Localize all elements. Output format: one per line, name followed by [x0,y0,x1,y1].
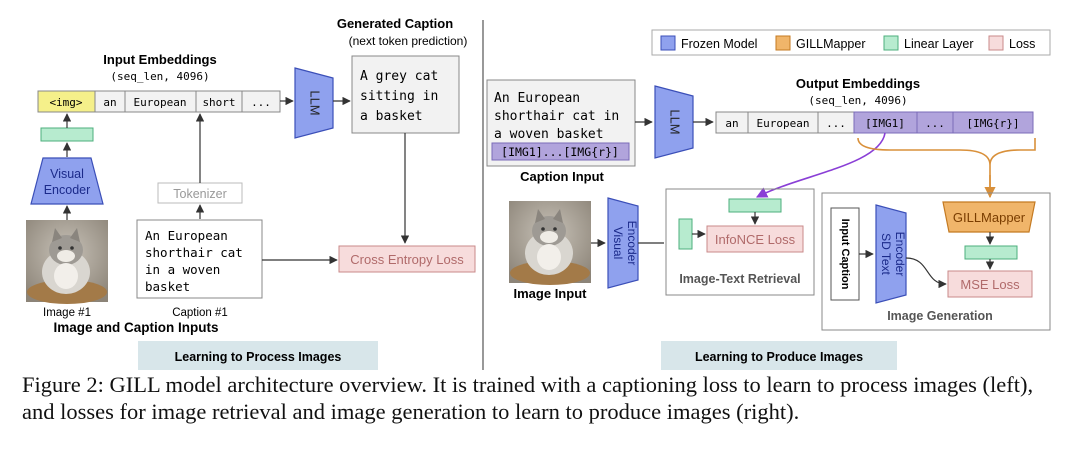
image-text-retrieval-label: Image-Text Retrieval [679,272,800,286]
caption-label: Caption #1 [172,307,228,319]
visual-encoder-label: Visual [611,227,625,259]
image-label: Image #1 [43,307,91,319]
caption-input-line: shorthair cat in [494,109,619,124]
legend-label: Linear Layer [904,37,974,51]
output-embeddings-title: Output Embeddings [796,76,920,91]
caption-input-label: Caption Input [520,169,604,184]
linear-layer [678,218,693,250]
caption-input-line: An European [145,228,228,243]
mse-loss-box [947,270,1033,298]
token-text: <img> [49,96,82,109]
cat-image [26,220,108,304]
llm-block [654,85,694,159]
left-section-title: Image and Caption Inputs [53,320,218,335]
image-generation-frame [821,192,1051,331]
caption-input-line: in a woven [145,262,220,277]
infonce-loss-box [706,225,804,253]
visual-encoder-label: Encoder [625,221,639,266]
llm-label: LLM [308,90,323,115]
llm-label: LLM [668,109,683,134]
image-text-retrieval-frame [665,188,815,296]
token-text: an [725,117,738,130]
produce-images-banner-text: Learning to Produce Images [695,350,863,364]
token-text: short [202,96,235,109]
tokenizer-label: Tokenizer [173,187,227,201]
legend-swatch-frozen [660,35,676,51]
token-text: an [103,96,116,109]
caption-input-line: An European [494,91,580,106]
mse-loss-label: MSE Loss [960,277,1020,292]
legend: Frozen Model GILLMapper Linear Layer Los… [651,29,1051,56]
infonce-loss-label: InfoNCE Loss [715,232,796,247]
generated-caption-box [351,55,460,134]
produce-images-banner [661,341,897,370]
sd-text-encoder-label: Encoder [893,232,907,277]
legend-swatch-linear [883,35,899,51]
caption-input-line: a woven basket [494,127,604,142]
legend-label: Frozen Model [681,37,757,51]
caption-input-line: shorthair cat [145,245,243,260]
token-text: European [757,117,810,130]
visual-encoder-block [30,157,104,205]
linear-layer [728,198,782,213]
process-images-banner-text: Learning to Process Images [175,350,342,364]
cat-image [509,201,591,285]
retrieval-arrow [756,132,886,198]
output-embeddings-shape: (seq_len, 4096) [808,94,907,107]
process-images-banner [138,341,378,370]
output-token-row: an European ... [IMG1] ... [IMG{r}] [715,111,1034,134]
architecture-diagram: Input Embeddings (seq_len, 4096) <img> a… [26,16,1051,370]
visual-encoder-label: Visual [50,167,84,181]
visual-encoder-label: Encoder [44,183,91,197]
input-embeddings-shape: (seq_len, 4096) [110,70,209,83]
token-text: ... [826,117,846,130]
gillmapper-block [942,201,1036,233]
legend-frame [651,29,1051,56]
legend-label: GILLMapper [796,37,865,51]
generated-caption-line: sitting in [360,89,438,104]
img-tokens-highlight [491,142,630,161]
legend-swatch-loss [988,35,1004,51]
token-text: European [134,96,187,109]
right-panel: Frozen Model GILLMapper Linear Layer Los… [486,29,1051,370]
img-out-token-cell [952,111,1034,134]
legend-label: Loss [1009,37,1035,51]
gillmapper-label: GILLMapper [953,210,1026,225]
figure-caption: Figure 2: GILL model architecture overvi… [22,372,1034,424]
sd-text-encoder-block [875,204,907,304]
token-text: ... [251,96,271,109]
cross-entropy-loss-box [338,245,476,273]
visual-encoder-block [607,197,639,289]
generated-caption-subtitle: (next token prediction) [349,34,468,48]
image-generation-label: Image Generation [887,309,993,323]
input-embeddings-title: Input Embeddings [103,52,216,67]
caption-input-box [136,219,263,299]
generated-caption-title: Generated Caption [337,16,453,31]
llm-block [294,67,334,139]
token-text: [IMG{r}] [967,117,1020,130]
arrow [905,257,947,289]
input-token-row: <img> an European short ... [37,90,281,113]
input-caption-label: Input Caption [839,219,851,290]
generated-caption-line: A grey cat [360,69,438,84]
legend-swatch-mapper [775,35,791,51]
cross-entropy-loss-label: Cross Entropy Loss [350,252,464,267]
linear-layer [40,127,94,142]
linear-layer [964,245,1018,260]
mapper-brace [857,137,1036,196]
sd-text-encoder-label: SD Text [879,233,893,275]
left-panel: Input Embeddings (seq_len, 4096) <img> a… [26,16,476,370]
img-tokens-text: [IMG1]...[IMG{r}] [501,145,619,159]
token-text: ... [925,117,945,130]
image-input-label: Image Input [514,286,588,301]
token-text: [IMG1] [865,117,905,130]
generated-caption-line: a basket [360,109,423,124]
input-caption-box [830,207,860,301]
caption-input-line: basket [145,279,190,294]
